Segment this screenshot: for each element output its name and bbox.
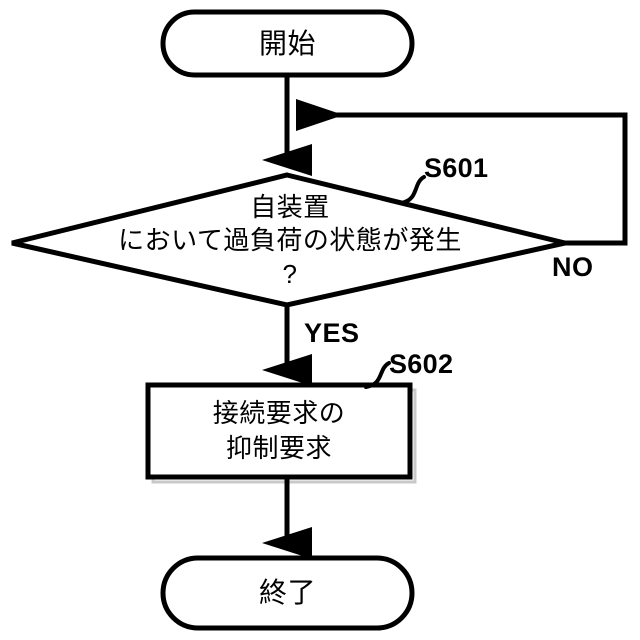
- s601-leader-line: [399, 175, 426, 205]
- end-node: [160, 555, 415, 631]
- start-node-label: 開始: [258, 28, 316, 59]
- step-label-s601: S601: [424, 153, 489, 183]
- edge-label-yes: YES: [304, 318, 360, 348]
- s602-leader-line: [364, 361, 391, 389]
- process-node-label: 接続要求の 抑制要求: [212, 398, 346, 463]
- decision-node-label: 自装置 において過負荷の状態が発生 ?: [118, 192, 462, 289]
- decision-node: [11, 172, 566, 308]
- edge-label-no: NO: [552, 252, 594, 282]
- process-node: [145, 382, 413, 480]
- connector-no-feedback-loop: [296, 99, 628, 246]
- step-label-s602: S602: [389, 349, 454, 379]
- start-node: [160, 9, 415, 78]
- end-node-label: 終了: [258, 577, 316, 608]
